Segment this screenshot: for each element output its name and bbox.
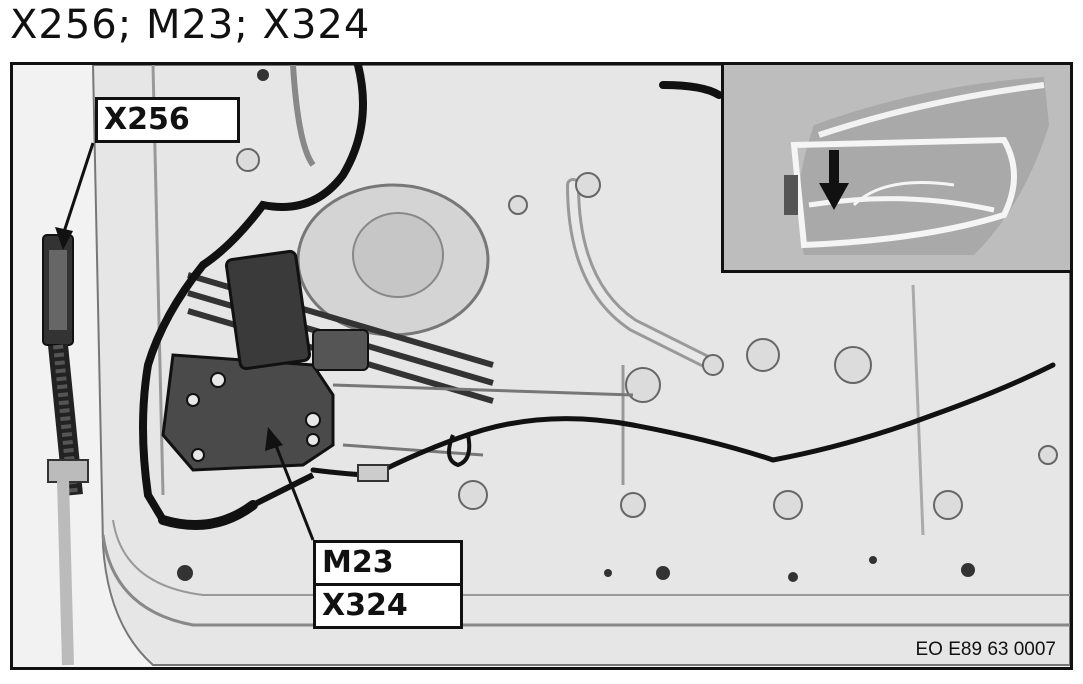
reference-code: EO E89 63 0007	[915, 639, 1057, 660]
door-location-inset	[721, 65, 1070, 273]
m23-motor-label: M23	[313, 540, 463, 586]
lock-label-stack: M23 X324	[313, 540, 463, 629]
door-outline-illustration	[724, 65, 1070, 270]
page-title: X256; M23; X324	[10, 2, 371, 48]
x256-connector-label: X256	[95, 97, 240, 143]
door-diagram: X256 M23 X324 EO E89 63 0007	[10, 62, 1073, 670]
x324-connector-label: X324	[313, 583, 463, 629]
arrow-down-icon	[819, 183, 849, 210]
